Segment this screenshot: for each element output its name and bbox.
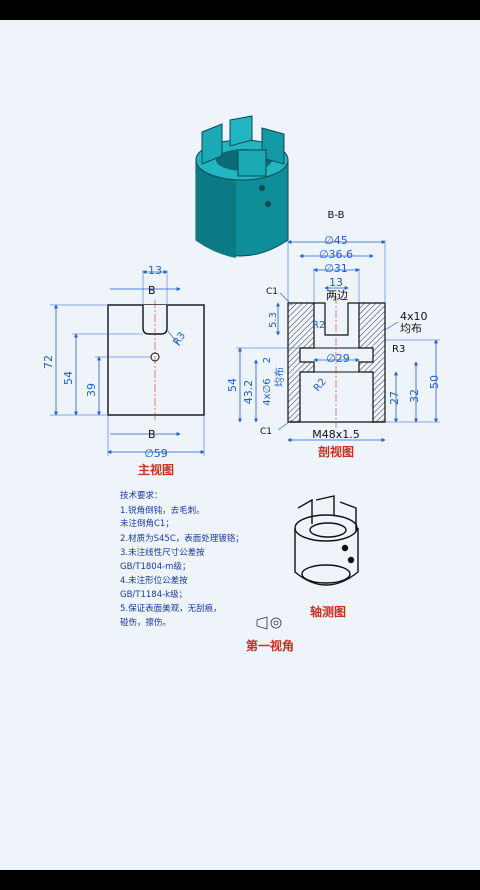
- section-dim-54: 54: [226, 378, 239, 392]
- front-dim-59: ∅59: [144, 447, 168, 460]
- req-line: 4.未注形位公差按: [120, 575, 188, 586]
- front-view: [50, 270, 205, 456]
- req-line: 5.保证表面美观，无刮痕，: [120, 603, 222, 614]
- section-dim-27: 27: [388, 391, 401, 405]
- front-dim-54: 54: [62, 371, 75, 385]
- section-chamfer-c1-bottom: C1: [260, 427, 272, 437]
- section-dim-r3: R3: [392, 344, 405, 355]
- isometric-view: [294, 495, 359, 586]
- req-line: 2.材质为S45C，表面处理镀铬；: [120, 533, 244, 544]
- front-dim-72: 72: [42, 355, 55, 369]
- section-chamfer-c1-top: C1: [266, 287, 278, 297]
- first-angle-label: 第一视角: [246, 638, 294, 653]
- section-dim-13: 13: [329, 276, 343, 289]
- drawing-sheet: B-B 13 R3 72 54 39 ∅59 B B 主视图: [0, 20, 480, 870]
- section-dim-thread: M48x1.5: [312, 428, 360, 441]
- drawing-canvas: B-B 13 R3 72 54 39 ∅59 B B 主视图: [42, 115, 441, 653]
- front-dim-r3: R3: [171, 331, 188, 348]
- front-view-label: 主视图: [138, 462, 174, 477]
- req-line: GB/T1184-k级；: [120, 589, 187, 600]
- section-dim-43-2: 43.2: [242, 380, 255, 405]
- section-view-label: 剖视图: [318, 444, 354, 459]
- section-dim-29: ∅29: [326, 352, 350, 365]
- 3d-model-render: [195, 115, 289, 258]
- iso-view-label: 轴测图: [310, 604, 346, 619]
- section-dim-4x6: 4x∅6: [262, 378, 273, 405]
- section-note-two-sides: 两边: [326, 289, 348, 302]
- section-view: [236, 240, 440, 442]
- section-dim-4x10: 4x10: [400, 310, 428, 323]
- section-dim-50: 50: [428, 375, 441, 389]
- section-dim-32: 32: [408, 389, 421, 403]
- section-mark-b-top: B: [148, 284, 156, 297]
- req-line: 未注倒角C1；: [120, 518, 174, 529]
- section-dim-r2-bottom: R2: [312, 377, 329, 394]
- first-angle-symbol: [256, 616, 282, 630]
- section-dim-45: ∅45: [324, 234, 348, 247]
- section-mark-b-bottom: B: [148, 428, 156, 441]
- front-dim-13: 13: [148, 264, 162, 277]
- section-title: B-B: [328, 210, 345, 221]
- section-note-uniform: 均布: [400, 322, 422, 335]
- req-line: 技术要求：: [120, 490, 163, 501]
- section-dim-2: 2: [262, 357, 273, 363]
- req-line: 3.未注线性尺寸公差按: [120, 547, 205, 558]
- section-dim-5-3: 5.3: [268, 312, 279, 328]
- technical-requirements: 技术要求： 1.锐角倒钝，去毛刺。 未注倒角C1； 2.材质为S45C，表面处理…: [120, 490, 244, 628]
- front-dim-39: 39: [85, 383, 98, 397]
- section-dim-r2-top: R2: [312, 320, 325, 331]
- section-dim-36-6: ∅36.6: [319, 248, 353, 261]
- req-line: GB/T1804-m级；: [120, 561, 190, 572]
- section-note-uniform-2: 均布: [274, 367, 286, 387]
- req-line: 1.锐角倒钝，去毛刺。: [120, 505, 205, 516]
- section-dim-31: ∅31: [324, 262, 348, 275]
- req-line: 碰伤，擦伤。: [120, 617, 171, 628]
